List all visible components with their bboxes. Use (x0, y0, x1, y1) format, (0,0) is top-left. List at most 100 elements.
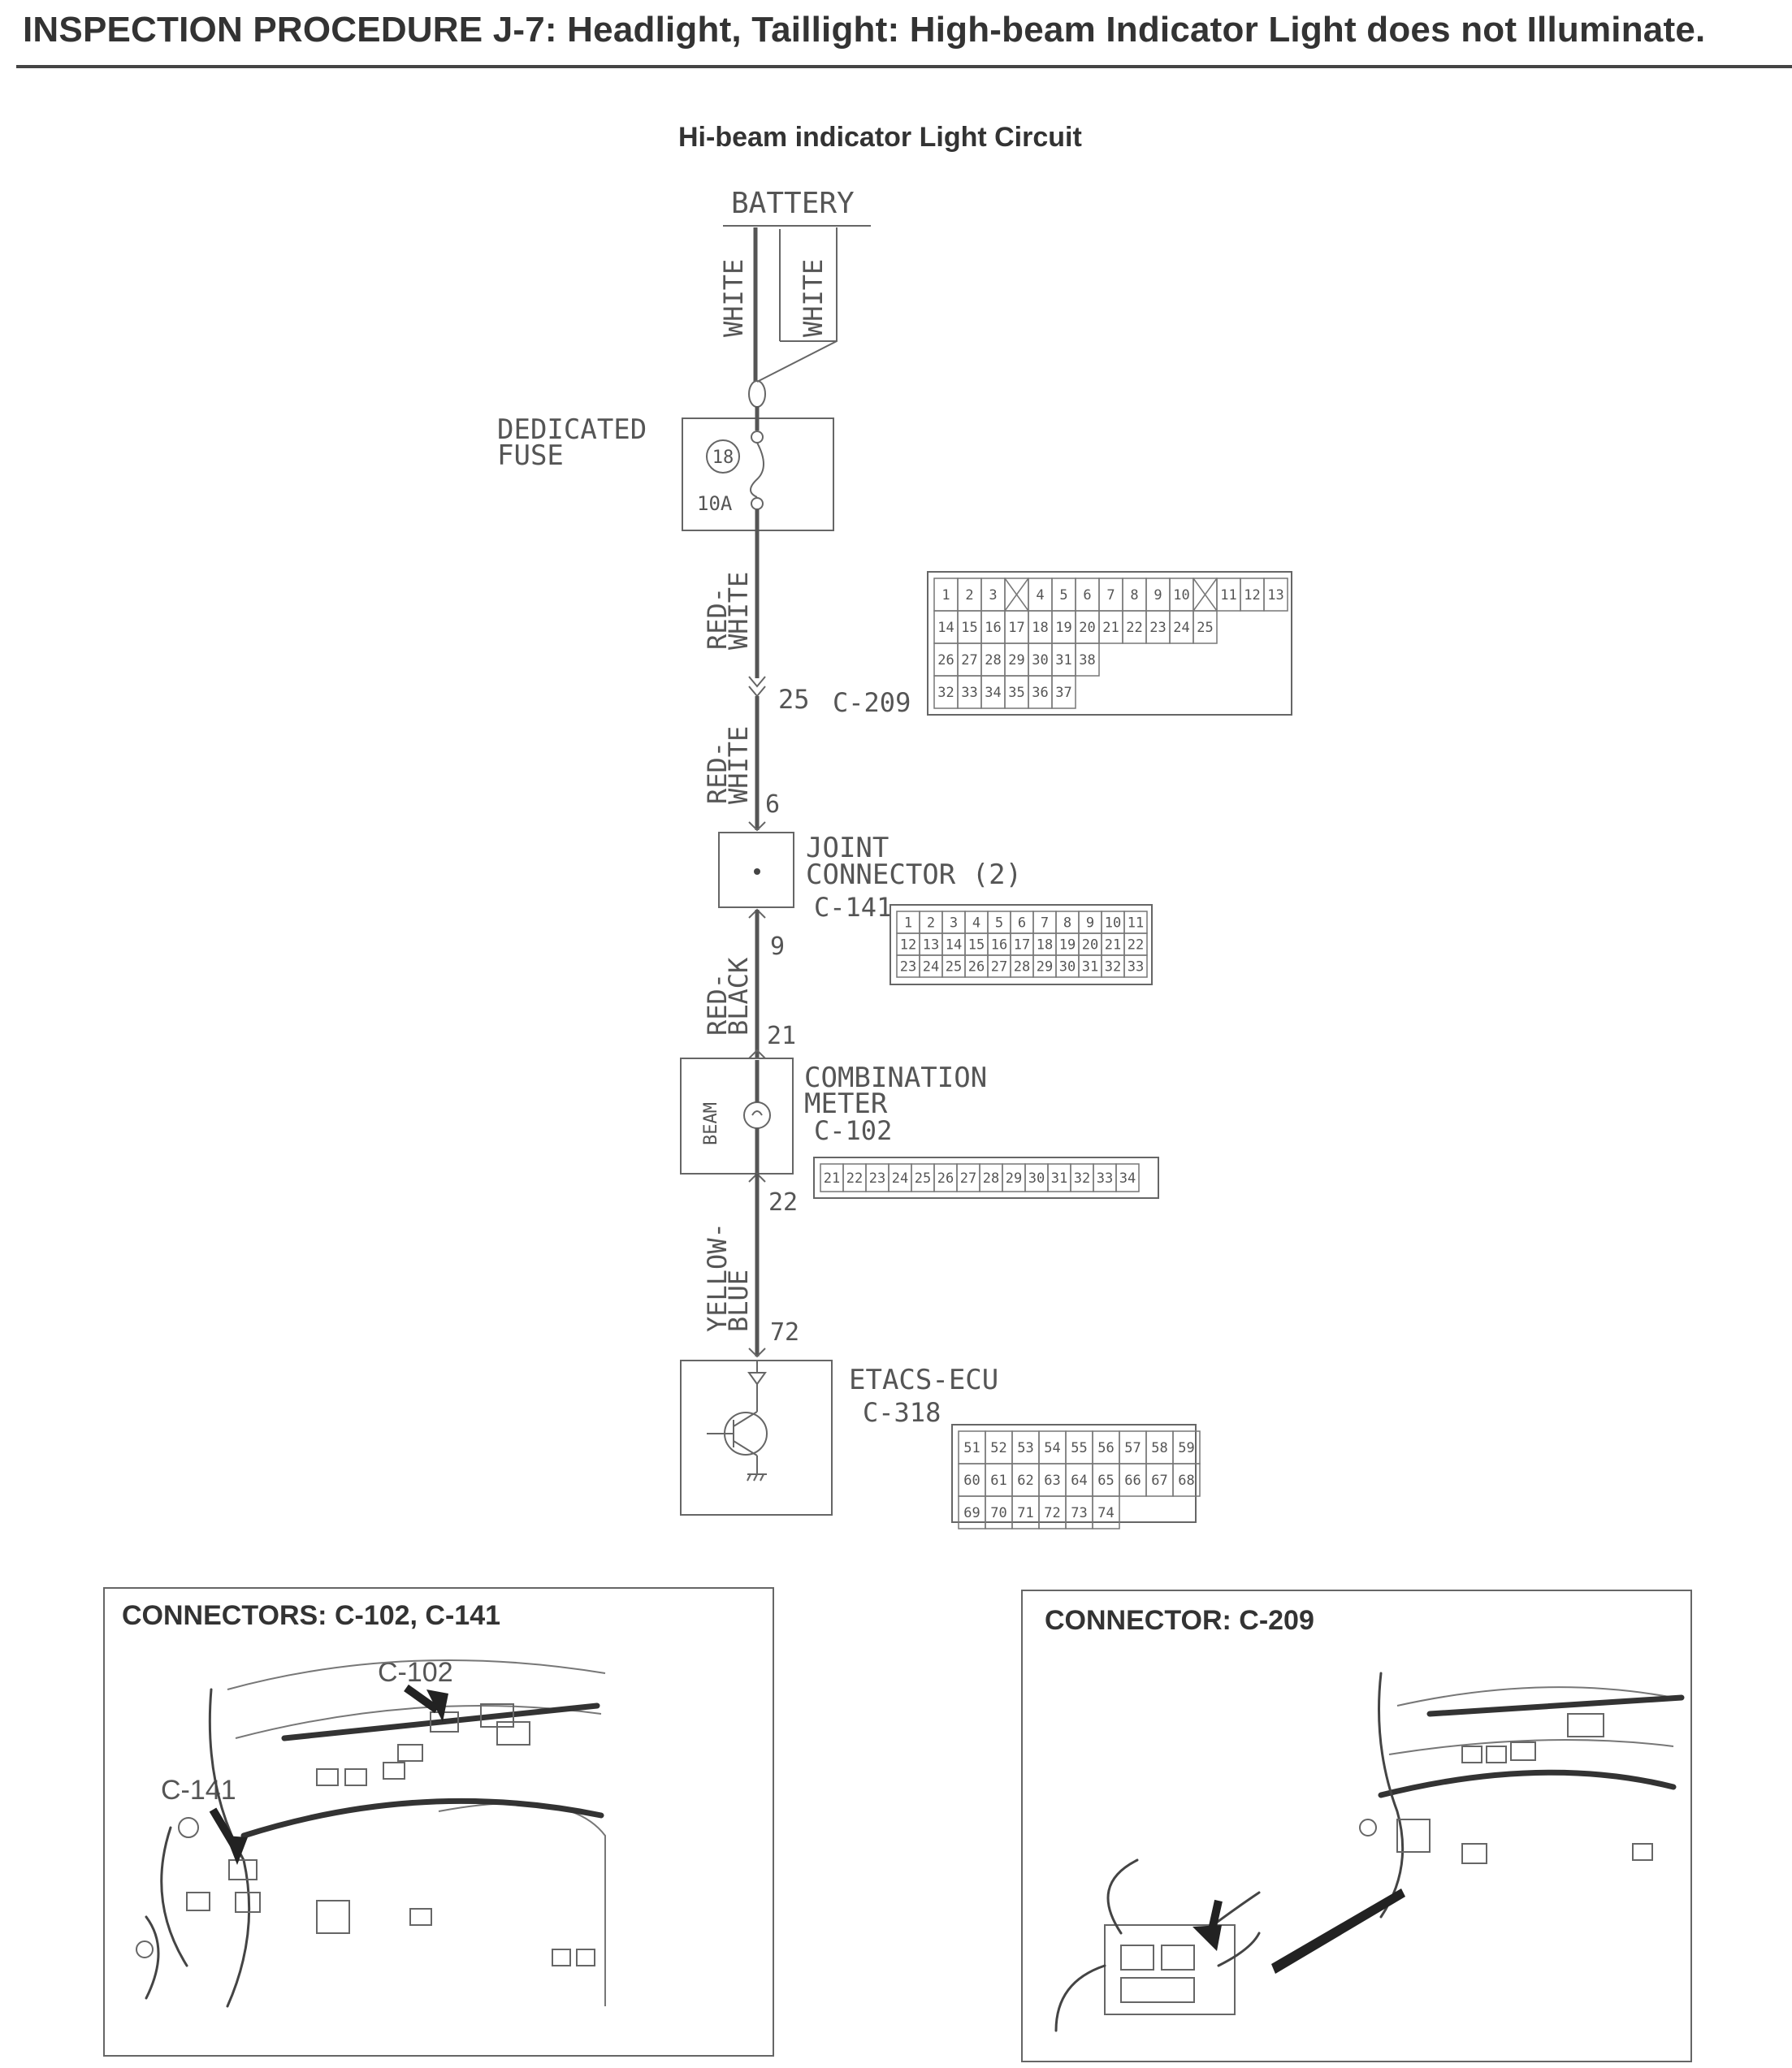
pin-number: 30 (1032, 652, 1048, 668)
joint-connector-box (718, 832, 794, 908)
pin-number: 5 (1059, 587, 1067, 604)
pin-number: 3 (989, 587, 997, 604)
page-title: INSPECTION PROCEDURE J-7: Headlight, Tai… (23, 10, 1706, 50)
pin-number: 29 (1037, 959, 1053, 976)
wire-color-red-black-b: BLACK (723, 957, 754, 1036)
pin-number: 69 (963, 1505, 980, 1521)
pin-number: 31 (1051, 1170, 1067, 1187)
harness-left-tail (145, 1915, 160, 2000)
pin-number: 25 (1197, 620, 1213, 636)
pin-number: 10 (1173, 587, 1189, 604)
closeup-wire-4 (1217, 1932, 1261, 1967)
pin-number: 36 (1032, 685, 1048, 701)
connector-r-4 (1461, 1843, 1487, 1864)
pin-number: 23 (900, 959, 916, 976)
pin-number: 31 (1082, 959, 1098, 976)
transistor-emitter (733, 1440, 758, 1456)
meter-lamp-label: BEAM (701, 1102, 721, 1145)
battery-label: BATTERY (731, 187, 855, 220)
connector-r-c209-location (1396, 1819, 1431, 1853)
connector-r-1 (1461, 1746, 1483, 1763)
meter-label-line1: COMBINATION (804, 1062, 987, 1094)
fuse-element (750, 442, 764, 498)
pointer-bar (1271, 1888, 1405, 1974)
ecu-name: C-318 (863, 1397, 941, 1428)
harness-lower-r (1378, 1769, 1677, 1798)
c209-pin: 25 (778, 684, 810, 715)
joint-pin-in: 6 (765, 790, 780, 819)
connector-shape-2 (344, 1768, 367, 1786)
pin-number: 51 (963, 1440, 980, 1456)
grommet-r (1359, 1819, 1377, 1837)
pin-number: 32 (937, 685, 954, 701)
pin-number: 63 (1044, 1473, 1060, 1489)
pin-number: 24 (1173, 620, 1189, 636)
pin-number: 60 (963, 1473, 980, 1489)
pin-number: 27 (961, 652, 977, 668)
harness-left-loop (160, 1826, 188, 1967)
dash-outline-top (227, 1659, 606, 1690)
harness-main-upper (281, 1702, 600, 1741)
pin-number: 37 (1055, 685, 1071, 701)
pin-number: 14 (946, 937, 962, 954)
pin-number: 62 (1017, 1473, 1033, 1489)
pin-number: 21 (1105, 937, 1121, 954)
wire-color-red-white-1a: RED- (702, 587, 733, 650)
pin-cell (1075, 642, 1100, 677)
meter-pin-out: 22 (768, 1188, 798, 1217)
pin-number: 4 (972, 915, 980, 932)
transistor-collector (733, 1411, 758, 1427)
c318-face-frame (951, 1424, 1197, 1523)
closeup-cavity-3 (1120, 1977, 1195, 2003)
pin-number: 28 (985, 652, 1001, 668)
joint-mark-in (748, 821, 766, 832)
pin-number: 25 (915, 1170, 931, 1187)
ground-symbol-2 (747, 1473, 751, 1482)
joint-name: C-141 (814, 892, 892, 923)
pin-number: 23 (1149, 620, 1166, 636)
pin-number: 34 (1119, 1170, 1136, 1187)
meter-lamp-filament (751, 1110, 763, 1116)
pin-number: 2 (965, 587, 973, 604)
fuse-number-circle (706, 439, 740, 474)
pin-number: 56 (1097, 1440, 1114, 1456)
pin-number: 11 (1220, 587, 1236, 604)
pin-number: 58 (1151, 1440, 1167, 1456)
pin-number: 13 (1267, 587, 1283, 604)
pin-number: 68 (1178, 1473, 1194, 1489)
dash-outline-glovebox (438, 1802, 606, 2006)
pin-cell (1193, 610, 1218, 644)
pin-cell (1051, 675, 1076, 709)
pin-number: 22 (1126, 620, 1142, 636)
pin-number: 35 (1008, 685, 1024, 701)
pin-number: 74 (1097, 1505, 1114, 1521)
ecu-mark (748, 1348, 766, 1358)
right-panel-frame (1021, 1590, 1692, 2062)
c209-connector-mark-bottom (748, 686, 766, 698)
connector-c141-shape (228, 1859, 258, 1880)
pin-number: 15 (968, 937, 985, 954)
wire-color-yellow-blue-b: BLUE (723, 1270, 754, 1332)
pin-number: 8 (1063, 915, 1071, 932)
pin-number: 23 (869, 1170, 885, 1187)
harness-main-lower (240, 1798, 604, 1839)
dash-outline-mid-r (1388, 1739, 1674, 1755)
wire-color-red-black-a: RED- (702, 973, 733, 1036)
pin-number: 7 (1041, 915, 1049, 932)
wire-color-yellow-blue-a: YELLOW- (702, 1222, 733, 1332)
pin-number: 66 (1124, 1473, 1141, 1489)
pin-number: 21 (1102, 620, 1119, 636)
pin-number: 27 (960, 1170, 976, 1187)
meter-box (680, 1058, 794, 1175)
pin-cell (1123, 954, 1148, 978)
fuse-terminal-bottom (751, 497, 764, 510)
left-panel-title: CONNECTORS: C-102, C-141 (122, 1600, 500, 1631)
grommet-left (178, 1817, 199, 1838)
pin-number: 19 (1055, 620, 1071, 636)
connector-shape-1 (316, 1768, 339, 1786)
ecu-diode-symbol (747, 1372, 767, 1386)
pin-number: 22 (846, 1170, 863, 1187)
pin-number: 12 (900, 937, 916, 954)
pin-number: 73 (1071, 1505, 1087, 1521)
